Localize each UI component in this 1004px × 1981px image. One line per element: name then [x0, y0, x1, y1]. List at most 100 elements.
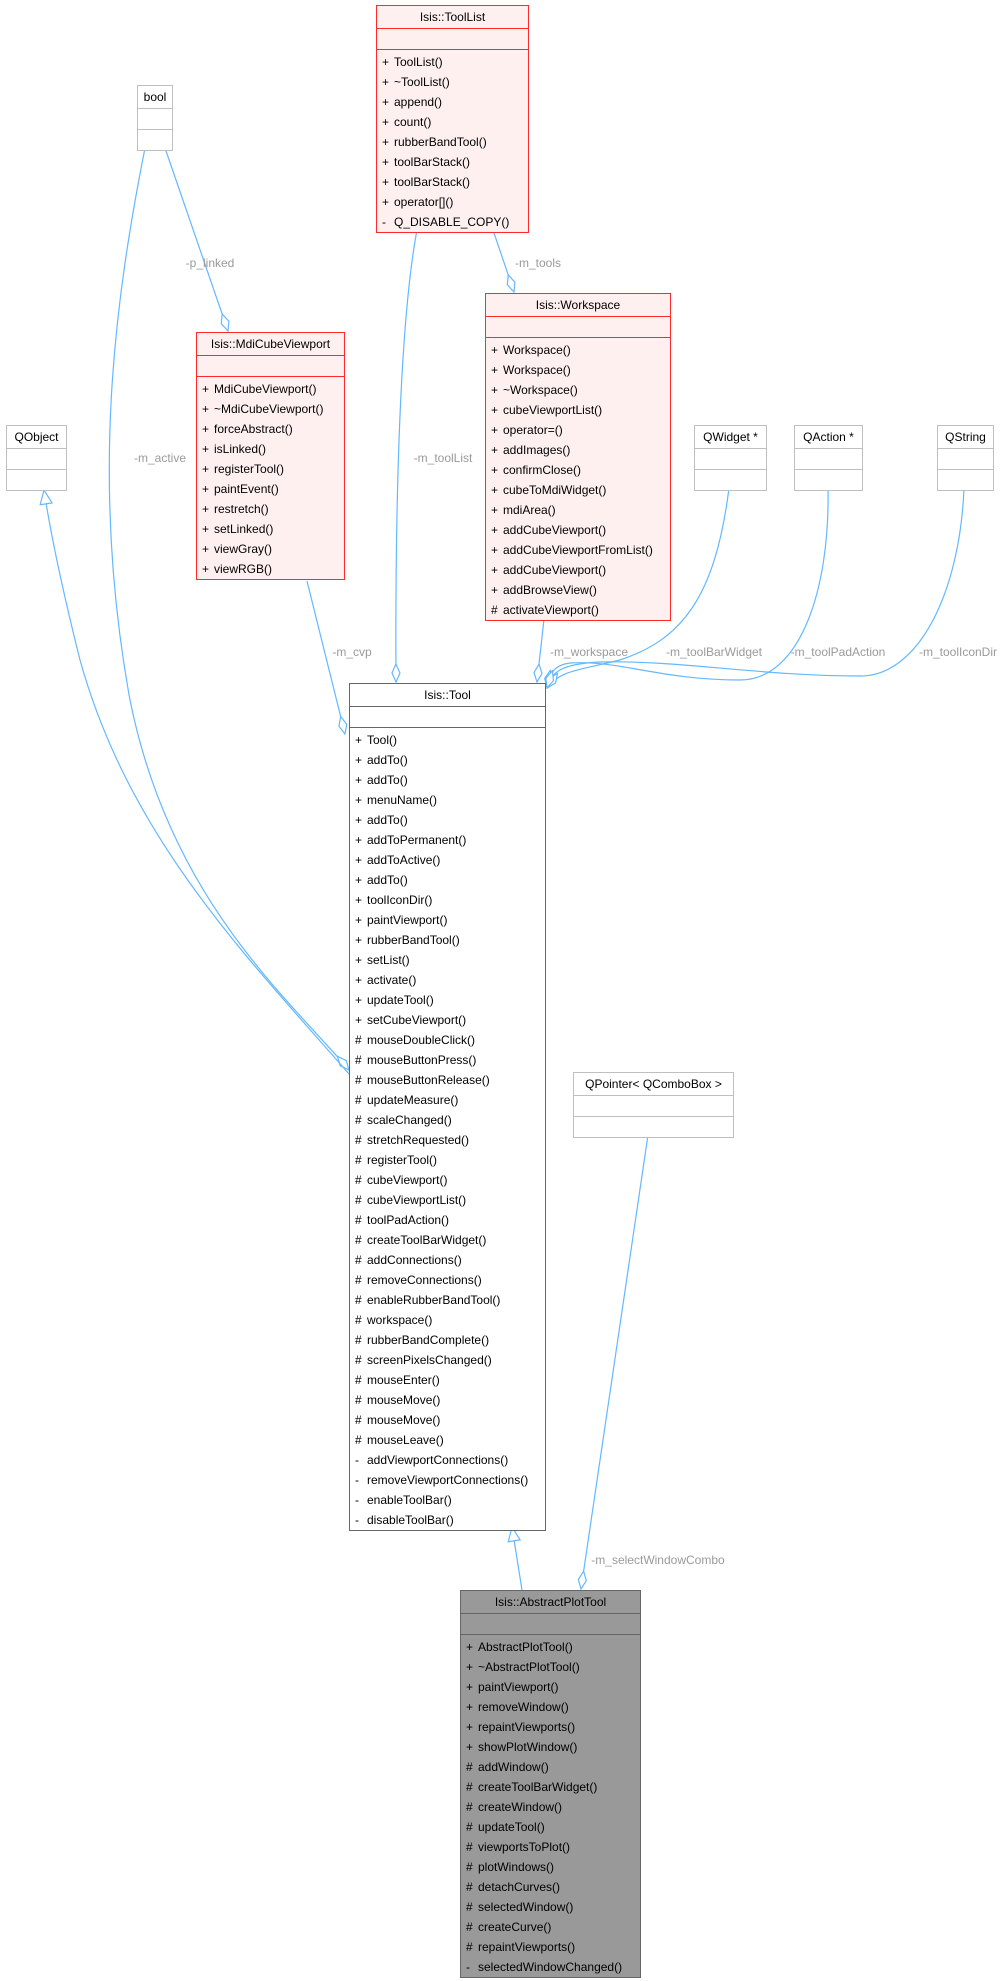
member-row[interactable]: +operator[](): [377, 192, 528, 212]
member-row[interactable]: #activateViewport(): [486, 600, 670, 620]
member-row[interactable]: +append(): [377, 92, 528, 112]
member-row[interactable]: +addCubeViewportFromList(): [486, 540, 670, 560]
member-row[interactable]: -selectedWindowChanged(): [461, 1957, 640, 1977]
member-row[interactable]: +toolIconDir(): [350, 890, 545, 910]
member-row[interactable]: +ToolList(): [377, 52, 528, 72]
member-row[interactable]: +count(): [377, 112, 528, 132]
member-row[interactable]: +addTo(): [350, 770, 545, 790]
member-row[interactable]: #mouseMove(): [350, 1410, 545, 1430]
class-box-qwidget[interactable]: QWidget *: [694, 425, 767, 491]
member-row[interactable]: +addCubeViewport(): [486, 560, 670, 580]
member-row[interactable]: +Tool(): [350, 730, 545, 750]
member-row[interactable]: #cubeViewportList(): [350, 1190, 545, 1210]
member-row[interactable]: #detachCurves(): [461, 1877, 640, 1897]
member-row[interactable]: +activate(): [350, 970, 545, 990]
member-row[interactable]: #plotWindows(): [461, 1857, 640, 1877]
member-row[interactable]: #screenPixelsChanged(): [350, 1350, 545, 1370]
member-row[interactable]: +~MdiCubeViewport(): [197, 399, 344, 419]
class-box-qobject[interactable]: QObject: [6, 425, 67, 491]
class-box-tool[interactable]: Isis::Tool+Tool()+addTo()+addTo()+menuNa…: [349, 683, 546, 1531]
member-row[interactable]: +addTo(): [350, 810, 545, 830]
class-box-qaction[interactable]: QAction *: [794, 425, 863, 491]
member-row[interactable]: +AbstractPlotTool(): [461, 1637, 640, 1657]
member-row[interactable]: #createCurve(): [461, 1917, 640, 1937]
class-box-bool[interactable]: bool: [137, 85, 173, 151]
member-row[interactable]: #viewportsToPlot(): [461, 1837, 640, 1857]
member-row[interactable]: +cubeViewportList(): [486, 400, 670, 420]
member-row[interactable]: #createToolBarWidget(): [350, 1230, 545, 1250]
member-row[interactable]: +showPlotWindow(): [461, 1737, 640, 1757]
member-row[interactable]: +setCubeViewport(): [350, 1010, 545, 1030]
class-box-mdicube[interactable]: Isis::MdiCubeViewport+MdiCubeViewport()+…: [196, 332, 345, 580]
member-row[interactable]: +~Workspace(): [486, 380, 670, 400]
member-row[interactable]: #stretchRequested(): [350, 1130, 545, 1150]
member-row[interactable]: #workspace(): [350, 1310, 545, 1330]
class-box-abstractplot[interactable]: Isis::AbstractPlotTool+AbstractPlotTool(…: [460, 1590, 641, 1978]
member-row[interactable]: #repaintViewports(): [461, 1937, 640, 1957]
member-row[interactable]: #mouseButtonPress(): [350, 1050, 545, 1070]
member-row[interactable]: +mdiArea(): [486, 500, 670, 520]
member-row[interactable]: +paintViewport(): [461, 1677, 640, 1697]
member-row[interactable]: #mouseLeave(): [350, 1430, 545, 1450]
member-row[interactable]: +toolBarStack(): [377, 152, 528, 172]
member-row[interactable]: +addCubeViewport(): [486, 520, 670, 540]
member-row[interactable]: +updateTool(): [350, 990, 545, 1010]
class-box-qpointer[interactable]: QPointer< QComboBox >: [573, 1072, 734, 1138]
member-row[interactable]: #updateTool(): [461, 1817, 640, 1837]
member-row[interactable]: #mouseEnter(): [350, 1370, 545, 1390]
member-row[interactable]: +isLinked(): [197, 439, 344, 459]
member-row[interactable]: +addTo(): [350, 750, 545, 770]
member-row[interactable]: #removeConnections(): [350, 1270, 545, 1290]
member-row[interactable]: #selectedWindow(): [461, 1897, 640, 1917]
member-row[interactable]: -addViewportConnections(): [350, 1450, 545, 1470]
member-row[interactable]: #addWindow(): [461, 1757, 640, 1777]
member-row[interactable]: +paintViewport(): [350, 910, 545, 930]
member-row[interactable]: +cubeToMdiWidget(): [486, 480, 670, 500]
member-row[interactable]: +paintEvent(): [197, 479, 344, 499]
member-row[interactable]: -removeViewportConnections(): [350, 1470, 545, 1490]
member-row[interactable]: +operator=(): [486, 420, 670, 440]
member-row[interactable]: #mouseButtonRelease(): [350, 1070, 545, 1090]
member-row[interactable]: +addToActive(): [350, 850, 545, 870]
member-row[interactable]: #createWindow(): [461, 1797, 640, 1817]
member-row[interactable]: -enableToolBar(): [350, 1490, 545, 1510]
member-row[interactable]: +addTo(): [350, 870, 545, 890]
member-row[interactable]: +Workspace(): [486, 360, 670, 380]
class-box-qstring[interactable]: QString: [937, 425, 994, 491]
member-row[interactable]: #toolPadAction(): [350, 1210, 545, 1230]
member-row[interactable]: +rubberBandTool(): [377, 132, 528, 152]
member-row[interactable]: #cubeViewport(): [350, 1170, 545, 1190]
member-row[interactable]: #updateMeasure(): [350, 1090, 545, 1110]
member-row[interactable]: +removeWindow(): [461, 1697, 640, 1717]
member-row[interactable]: +viewRGB(): [197, 559, 344, 579]
member-row[interactable]: +restretch(): [197, 499, 344, 519]
member-row[interactable]: +repaintViewports(): [461, 1717, 640, 1737]
member-row[interactable]: #mouseMove(): [350, 1390, 545, 1410]
member-row[interactable]: +MdiCubeViewport(): [197, 379, 344, 399]
member-row[interactable]: +setLinked(): [197, 519, 344, 539]
member-row[interactable]: +~AbstractPlotTool(): [461, 1657, 640, 1677]
member-row[interactable]: #enableRubberBandTool(): [350, 1290, 545, 1310]
member-row[interactable]: #mouseDoubleClick(): [350, 1030, 545, 1050]
class-box-workspace[interactable]: Isis::Workspace+Workspace()+Workspace()+…: [485, 293, 671, 621]
member-row[interactable]: -Q_DISABLE_COPY(): [377, 212, 528, 232]
member-row[interactable]: +addBrowseView(): [486, 580, 670, 600]
member-row[interactable]: #addConnections(): [350, 1250, 545, 1270]
member-row[interactable]: +menuName(): [350, 790, 545, 810]
member-row[interactable]: #registerTool(): [350, 1150, 545, 1170]
member-row[interactable]: +addImages(): [486, 440, 670, 460]
member-row[interactable]: +setList(): [350, 950, 545, 970]
member-row[interactable]: +~ToolList(): [377, 72, 528, 92]
member-row[interactable]: #createToolBarWidget(): [461, 1777, 640, 1797]
member-row[interactable]: +Workspace(): [486, 340, 670, 360]
member-row[interactable]: +registerTool(): [197, 459, 344, 479]
member-row[interactable]: +addToPermanent(): [350, 830, 545, 850]
member-row[interactable]: +toolBarStack(): [377, 172, 528, 192]
member-row[interactable]: #rubberBandComplete(): [350, 1330, 545, 1350]
class-box-toollist[interactable]: Isis::ToolList+ToolList()+~ToolList()+ap…: [376, 5, 529, 233]
member-row[interactable]: +confirmClose(): [486, 460, 670, 480]
member-row[interactable]: +rubberBandTool(): [350, 930, 545, 950]
member-row[interactable]: +forceAbstract(): [197, 419, 344, 439]
member-row[interactable]: -disableToolBar(): [350, 1510, 545, 1530]
member-row[interactable]: #scaleChanged(): [350, 1110, 545, 1130]
